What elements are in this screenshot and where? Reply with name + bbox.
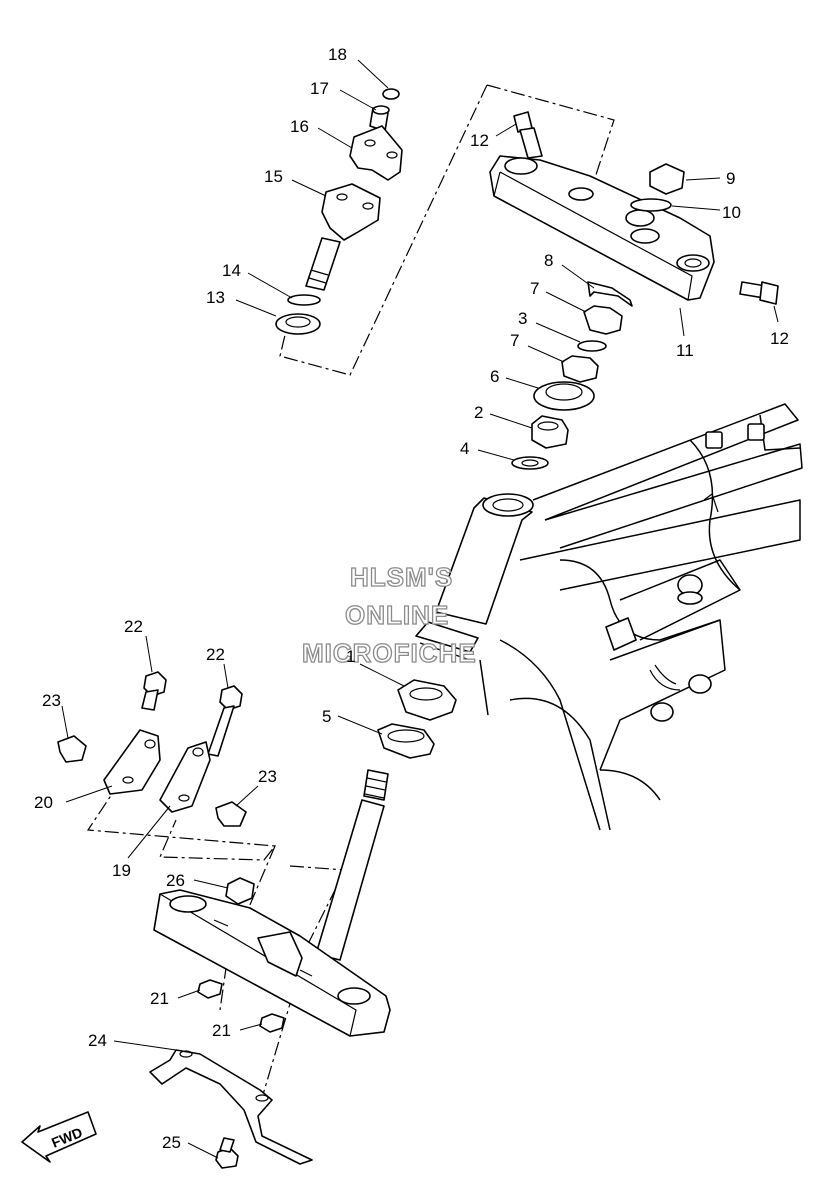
lower-bracket-group — [153, 769, 391, 1037]
forward-direction-arrow: FWD — [21, 1111, 97, 1163]
lower-bearing-group — [377, 679, 457, 759]
callout-8: 8 — [544, 251, 553, 270]
callout-11: 11 — [676, 341, 694, 360]
callout-14: 14 — [222, 261, 241, 280]
steering-stack — [511, 281, 633, 470]
callout-21-left: 21 — [150, 989, 169, 1008]
callout-13: 13 — [206, 288, 225, 307]
callout-12-right: 12 — [770, 329, 789, 348]
callout-24: 24 — [88, 1031, 107, 1050]
callout-12-top: 12 — [470, 131, 489, 150]
callout-22-left: 22 — [124, 617, 143, 636]
callout-7-upper: 7 — [530, 279, 539, 298]
callout-6: 6 — [490, 367, 499, 386]
callout-9: 9 — [726, 169, 735, 188]
watermark-line-1: HLSM'S — [350, 562, 453, 592]
callout-21-right: 21 — [212, 1021, 231, 1040]
callout-26: 26 — [166, 871, 185, 890]
stay-group — [57, 671, 247, 827]
watermark-line-3: MICROFICHE — [302, 638, 477, 668]
callout-22-right: 22 — [206, 645, 225, 664]
callout-4: 4 — [460, 439, 469, 458]
guide-plate-group — [149, 1049, 313, 1169]
callout-17: 17 — [310, 79, 329, 98]
leader-lines — [61, 59, 779, 1159]
callout-1: 1 — [346, 647, 355, 666]
callout-16: 16 — [290, 117, 309, 136]
upper-bracket-group — [489, 111, 779, 305]
callout-labels: 18 17 16 15 14 13 12 9 10 8 7 3 7 6 2 4 … — [34, 45, 789, 1152]
callout-25: 25 — [162, 1133, 181, 1152]
motorcycle-frame — [415, 403, 803, 831]
callout-10: 10 — [722, 203, 741, 222]
handlebar-holder-group — [275, 88, 403, 335]
callout-23-right: 23 — [258, 767, 277, 786]
callout-18: 18 — [328, 45, 347, 64]
callout-5: 5 — [322, 707, 331, 726]
callout-3: 3 — [518, 309, 527, 328]
callout-19: 19 — [112, 861, 131, 880]
callout-15: 15 — [264, 167, 283, 186]
callout-2: 2 — [474, 403, 483, 422]
callout-7-lower: 7 — [510, 331, 519, 350]
watermark-line-2: ONLINE — [345, 600, 449, 630]
callout-23-left: 23 — [42, 691, 61, 710]
watermark: HLSM'S ONLINE MICROFICHE — [301, 561, 477, 668]
callout-20: 20 — [34, 793, 53, 812]
